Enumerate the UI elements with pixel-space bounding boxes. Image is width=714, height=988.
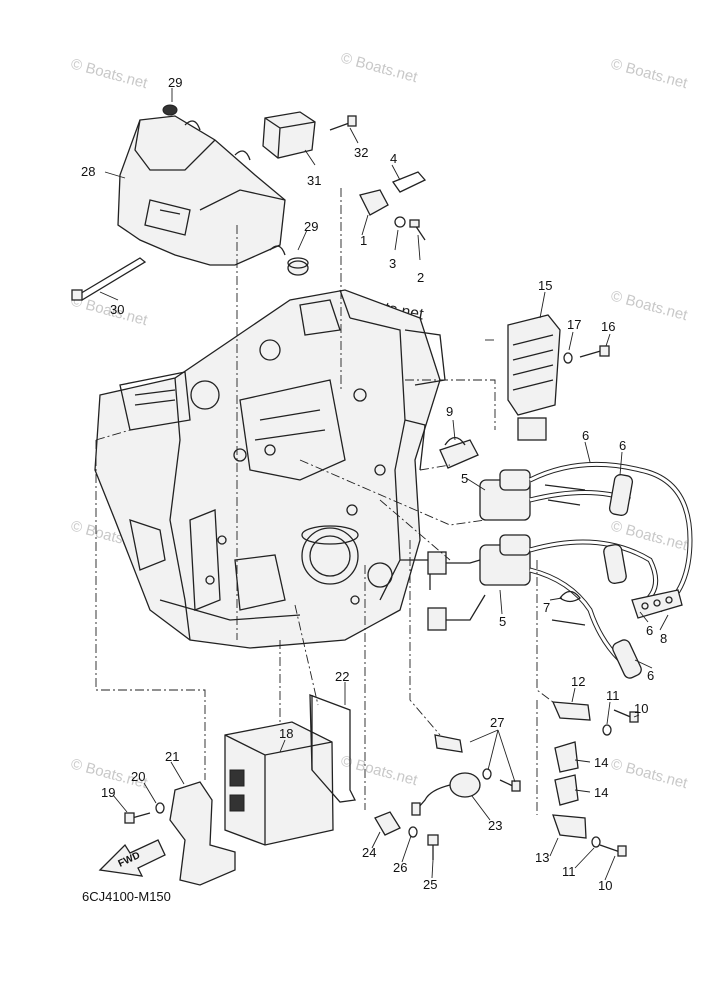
engine-block [94, 289, 446, 649]
callout-11b: 11 [562, 864, 576, 879]
callout-13: 13 [535, 850, 549, 865]
callout-28: 28 [81, 164, 95, 179]
watermark: © Boats.net [609, 287, 690, 324]
callout-7: 7 [543, 600, 550, 615]
sensor-part-27 [434, 734, 521, 792]
ignition-coils-part-5 [427, 469, 531, 631]
callout-11a: 11 [606, 688, 620, 703]
callout-5b: 5 [499, 614, 506, 629]
leader-lines [99, 88, 669, 881]
callout-10a: 10 [634, 701, 648, 716]
bracket-part-22 [309, 694, 356, 803]
callout-31: 31 [307, 173, 321, 188]
callout-9: 9 [446, 404, 453, 419]
callout-14a: 14 [594, 755, 608, 770]
washers-part-11 [591, 724, 612, 848]
diagram-code: 6CJ4100-M150 [82, 889, 171, 904]
cdi-unit-part-18 [224, 721, 334, 846]
bracket-part-24 [374, 811, 439, 860]
bracket-part-21 [124, 781, 236, 886]
callout-1: 1 [360, 233, 367, 248]
screw-part-32 [329, 115, 357, 131]
cable-tie-part-30 [71, 257, 147, 301]
grommets-part-29 [162, 104, 309, 276]
brackets-part-12-13 [551, 701, 591, 839]
callout-30: 30 [110, 302, 124, 317]
callout-3: 3 [389, 256, 396, 271]
plug-wires-part-6 [528, 461, 693, 679]
clip-part-7 [559, 590, 581, 603]
callout-32: 32 [354, 145, 368, 160]
callout-15: 15 [538, 278, 552, 293]
callout-2: 2 [417, 270, 424, 285]
bracket-part-1-4 [359, 171, 427, 241]
fwd-arrow: FWD [98, 839, 166, 877]
top-cover-part-28 [117, 115, 286, 266]
callout-25: 25 [423, 877, 437, 892]
watermark: © Boats.net [339, 752, 420, 789]
clamps-part-14 [554, 741, 579, 806]
callout-6a: 6 [582, 428, 589, 443]
callout-21: 21 [165, 749, 179, 764]
callout-17: 17 [567, 317, 581, 332]
clamp-part-9 [439, 436, 479, 469]
callout-6b: 6 [619, 438, 626, 453]
callout-23: 23 [488, 818, 502, 833]
bracket-part-31 [262, 111, 316, 159]
watermark: © Boats.net [609, 55, 690, 92]
watermark: © Boats.net [339, 49, 420, 86]
callout-4: 4 [390, 151, 397, 166]
callout-6d: 6 [647, 668, 654, 683]
callout-5a: 5 [461, 471, 468, 486]
callout-19: 19 [101, 785, 115, 800]
watermark: © Boats.net [69, 55, 150, 92]
assembly-lines [95, 188, 554, 815]
callout-labels: 1 2 3 4 5 5 6 6 6 6 7 8 9 10 10 11 11 12… [81, 75, 667, 893]
holder-part-8 [631, 589, 683, 619]
callout-6c: 6 [646, 623, 653, 638]
callout-24: 24 [362, 845, 376, 860]
callout-20: 20 [131, 769, 145, 784]
watermark: © Boats.net [609, 755, 690, 792]
callout-8: 8 [660, 631, 667, 646]
callout-18: 18 [279, 726, 293, 741]
callout-27: 27 [490, 715, 504, 730]
callout-10b: 10 [598, 878, 612, 893]
callout-29a: 29 [168, 75, 182, 90]
callout-12: 12 [571, 674, 585, 689]
bolts-part-10 [599, 709, 639, 857]
callout-26: 26 [393, 860, 407, 875]
callout-29b: 29 [304, 219, 318, 234]
callout-22: 22 [335, 669, 349, 684]
callout-14b: 14 [594, 785, 608, 800]
callout-16: 16 [601, 319, 615, 334]
sensor-part-23 [411, 772, 481, 816]
rectifier-part-15 [507, 314, 610, 441]
